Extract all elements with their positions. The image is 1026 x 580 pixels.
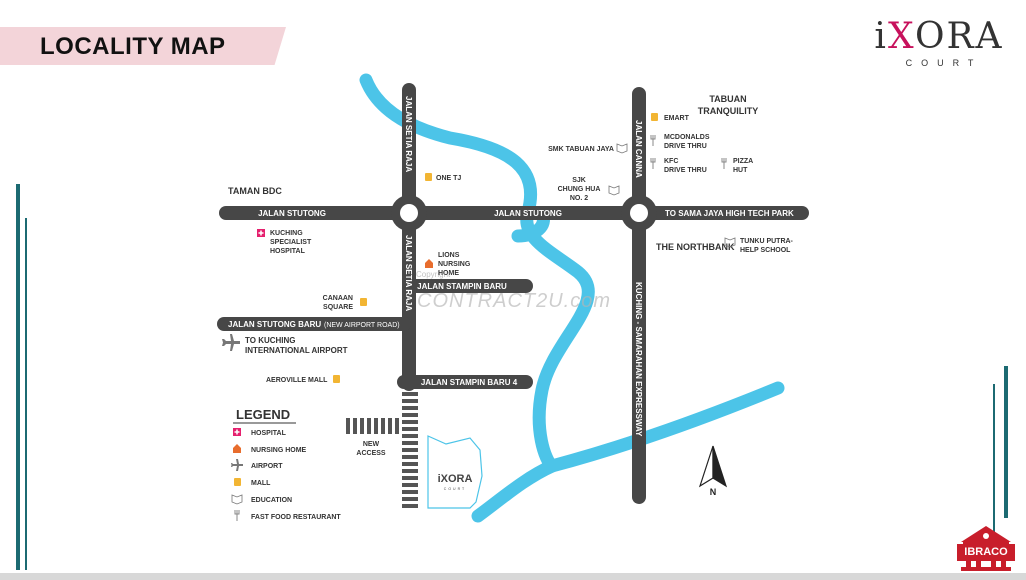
label-jalan-stampin-baru-4: JALAN STAMPIN BARU 4 bbox=[421, 378, 518, 387]
new-access-marking bbox=[346, 418, 399, 434]
road-network bbox=[217, 83, 809, 504]
poi-sjk-1: SJK bbox=[572, 177, 586, 184]
legend-item-airport: AIRPORT bbox=[251, 463, 283, 470]
mall-icon bbox=[360, 298, 367, 306]
poi-emart: EMART bbox=[664, 115, 690, 122]
legend: LEGEND HOSPITAL NURSING HOME AIRPORT MAL… bbox=[231, 407, 341, 521]
poi-sjk-2: CHUNG HUA bbox=[558, 186, 601, 193]
label-sama-jaya: TO SAMA JAYA HIGH TECH PARK bbox=[665, 209, 794, 218]
nursing-home-icon bbox=[233, 444, 241, 453]
education-icon bbox=[231, 494, 243, 505]
brand-subtitle: COURT bbox=[905, 58, 983, 68]
label-jalan-canna: JALAN CANNA bbox=[634, 120, 643, 178]
label-jalan-setia-raja-north: JALAN SETIA RAJA bbox=[404, 96, 413, 172]
poi-kuching-specialist-2: SPECIALIST bbox=[270, 239, 312, 246]
ixora-brand-logo: iXORA COURT bbox=[864, 18, 1014, 69]
mall-icon bbox=[651, 113, 658, 121]
poi-canaan-1: CANAAN bbox=[323, 295, 353, 302]
poi-canaan-2: SQUARE bbox=[323, 304, 353, 311]
poi-tunku-2: HELP SCHOOL bbox=[740, 247, 791, 254]
site-subtitle: COURT bbox=[444, 487, 466, 491]
label-jalan-stutong-baru: JALAN STUTONG BARU bbox=[228, 320, 321, 329]
legend-item-mall: MALL bbox=[251, 480, 271, 487]
fast-food-icon bbox=[721, 158, 727, 169]
site-name: iXORA bbox=[438, 473, 473, 485]
frame-bar-left-inner bbox=[25, 218, 27, 570]
mall-icon bbox=[425, 173, 432, 181]
airport-icon bbox=[231, 459, 243, 471]
poi-one-tj: ONE TJ bbox=[436, 175, 461, 182]
poi-sjk-3: NO. 2 bbox=[570, 195, 588, 202]
nursing-home-icon bbox=[425, 259, 433, 268]
label-jalan-setia-raja-south: JALAN SETIA RAJA bbox=[404, 235, 413, 311]
poi-pizza-2: HUT bbox=[733, 167, 748, 174]
poi-kuching-specialist-3: HOSPITAL bbox=[270, 248, 306, 255]
education-icon bbox=[608, 185, 620, 196]
education-icon bbox=[724, 237, 736, 248]
label-new-airport-road: (NEW AIRPORT ROAD) bbox=[324, 322, 400, 329]
new-access-line1: NEW bbox=[363, 441, 380, 448]
poi-smk-tabuan-jaya: SMK TABUAN JAYA bbox=[548, 146, 614, 153]
river-south bbox=[471, 381, 785, 523]
title-banner bbox=[0, 27, 286, 65]
brand-name: iXORA bbox=[864, 18, 1014, 56]
legend-title: LEGEND bbox=[236, 407, 290, 422]
roundabout-east bbox=[621, 195, 657, 231]
fast-food-icon bbox=[650, 158, 656, 169]
page-title: LOCALITY MAP bbox=[40, 33, 226, 60]
fast-food-icon bbox=[650, 135, 656, 146]
poi-lions-3: HOME bbox=[438, 270, 459, 277]
new-access-road bbox=[402, 392, 418, 508]
area-tabuan-line1: TABUAN bbox=[709, 94, 746, 104]
legend-item-hospital: HOSPITAL bbox=[251, 430, 287, 437]
watermark-site: CONTRACT2U.com bbox=[417, 290, 611, 312]
fast-food-icon bbox=[234, 510, 240, 521]
brand-x: X bbox=[887, 16, 915, 57]
poi-aeroville: AEROVILLE MALL bbox=[266, 377, 328, 384]
label-expressway: KUCHING - SAMARAHAN EXPRESSWAY bbox=[634, 282, 643, 437]
poi-lions-1: LIONS bbox=[438, 252, 460, 259]
label-jalan-stutong-east: JALAN STUTONG bbox=[494, 209, 562, 218]
poi-pizza-1: PIZZA bbox=[733, 158, 753, 165]
label-jalan-stampin-baru: JALAN STAMPIN BARU bbox=[417, 282, 507, 291]
poi-tunku-1: TUNKU PUTRA- bbox=[740, 238, 794, 245]
label-jalan-stutong-west: JALAN STUTONG bbox=[258, 209, 326, 218]
poi-kuching-specialist-1: KUCHING bbox=[270, 230, 303, 237]
new-access-line2: ACCESS bbox=[356, 450, 386, 457]
north-arrow: N bbox=[698, 445, 728, 497]
poi-kfc-2: DRIVE THRU bbox=[664, 167, 707, 174]
frame-bar-left-outer bbox=[16, 184, 20, 570]
legend-item-education: EDUCATION bbox=[251, 497, 292, 504]
education-icon bbox=[616, 143, 628, 154]
brand-prefix: i bbox=[874, 16, 888, 57]
site-boundary bbox=[427, 435, 483, 509]
legend-item-fast-food: FAST FOOD RESTAURANT bbox=[251, 514, 341, 521]
poi-lions-2: NURSING bbox=[438, 261, 471, 268]
ibraco-logo-text: IBRACO bbox=[957, 544, 1015, 561]
mall-icon bbox=[234, 478, 241, 486]
poi-airport-2: INTERNATIONAL AIRPORT bbox=[245, 346, 348, 355]
poi-airport-1: TO KUCHING bbox=[245, 336, 296, 345]
frame-bar-right-outer bbox=[1004, 366, 1008, 518]
river-main bbox=[359, 73, 595, 473]
north-label: N bbox=[710, 487, 717, 497]
airport-icon bbox=[222, 334, 240, 351]
brand-rest: ORA bbox=[914, 16, 1004, 57]
roundabout-west bbox=[391, 195, 427, 231]
footer-strip bbox=[0, 573, 1026, 580]
area-northbank: THE NORTHBANK bbox=[656, 242, 735, 252]
poi-mcd-2: DRIVE THRU bbox=[664, 143, 707, 150]
area-tabuan-line2: TRANQUILITY bbox=[698, 106, 759, 116]
legend-item-nursing-home: NURSING HOME bbox=[251, 447, 307, 454]
frame-bar-right-inner bbox=[993, 384, 995, 570]
area-taman-bdc: TAMAN BDC bbox=[228, 186, 282, 196]
poi-kfc-1: KFC bbox=[664, 158, 678, 165]
watermark-copyright: Copyright bbox=[416, 270, 451, 279]
mall-icon bbox=[333, 375, 340, 383]
poi-mcd-1: MCDONALDS bbox=[664, 134, 710, 141]
